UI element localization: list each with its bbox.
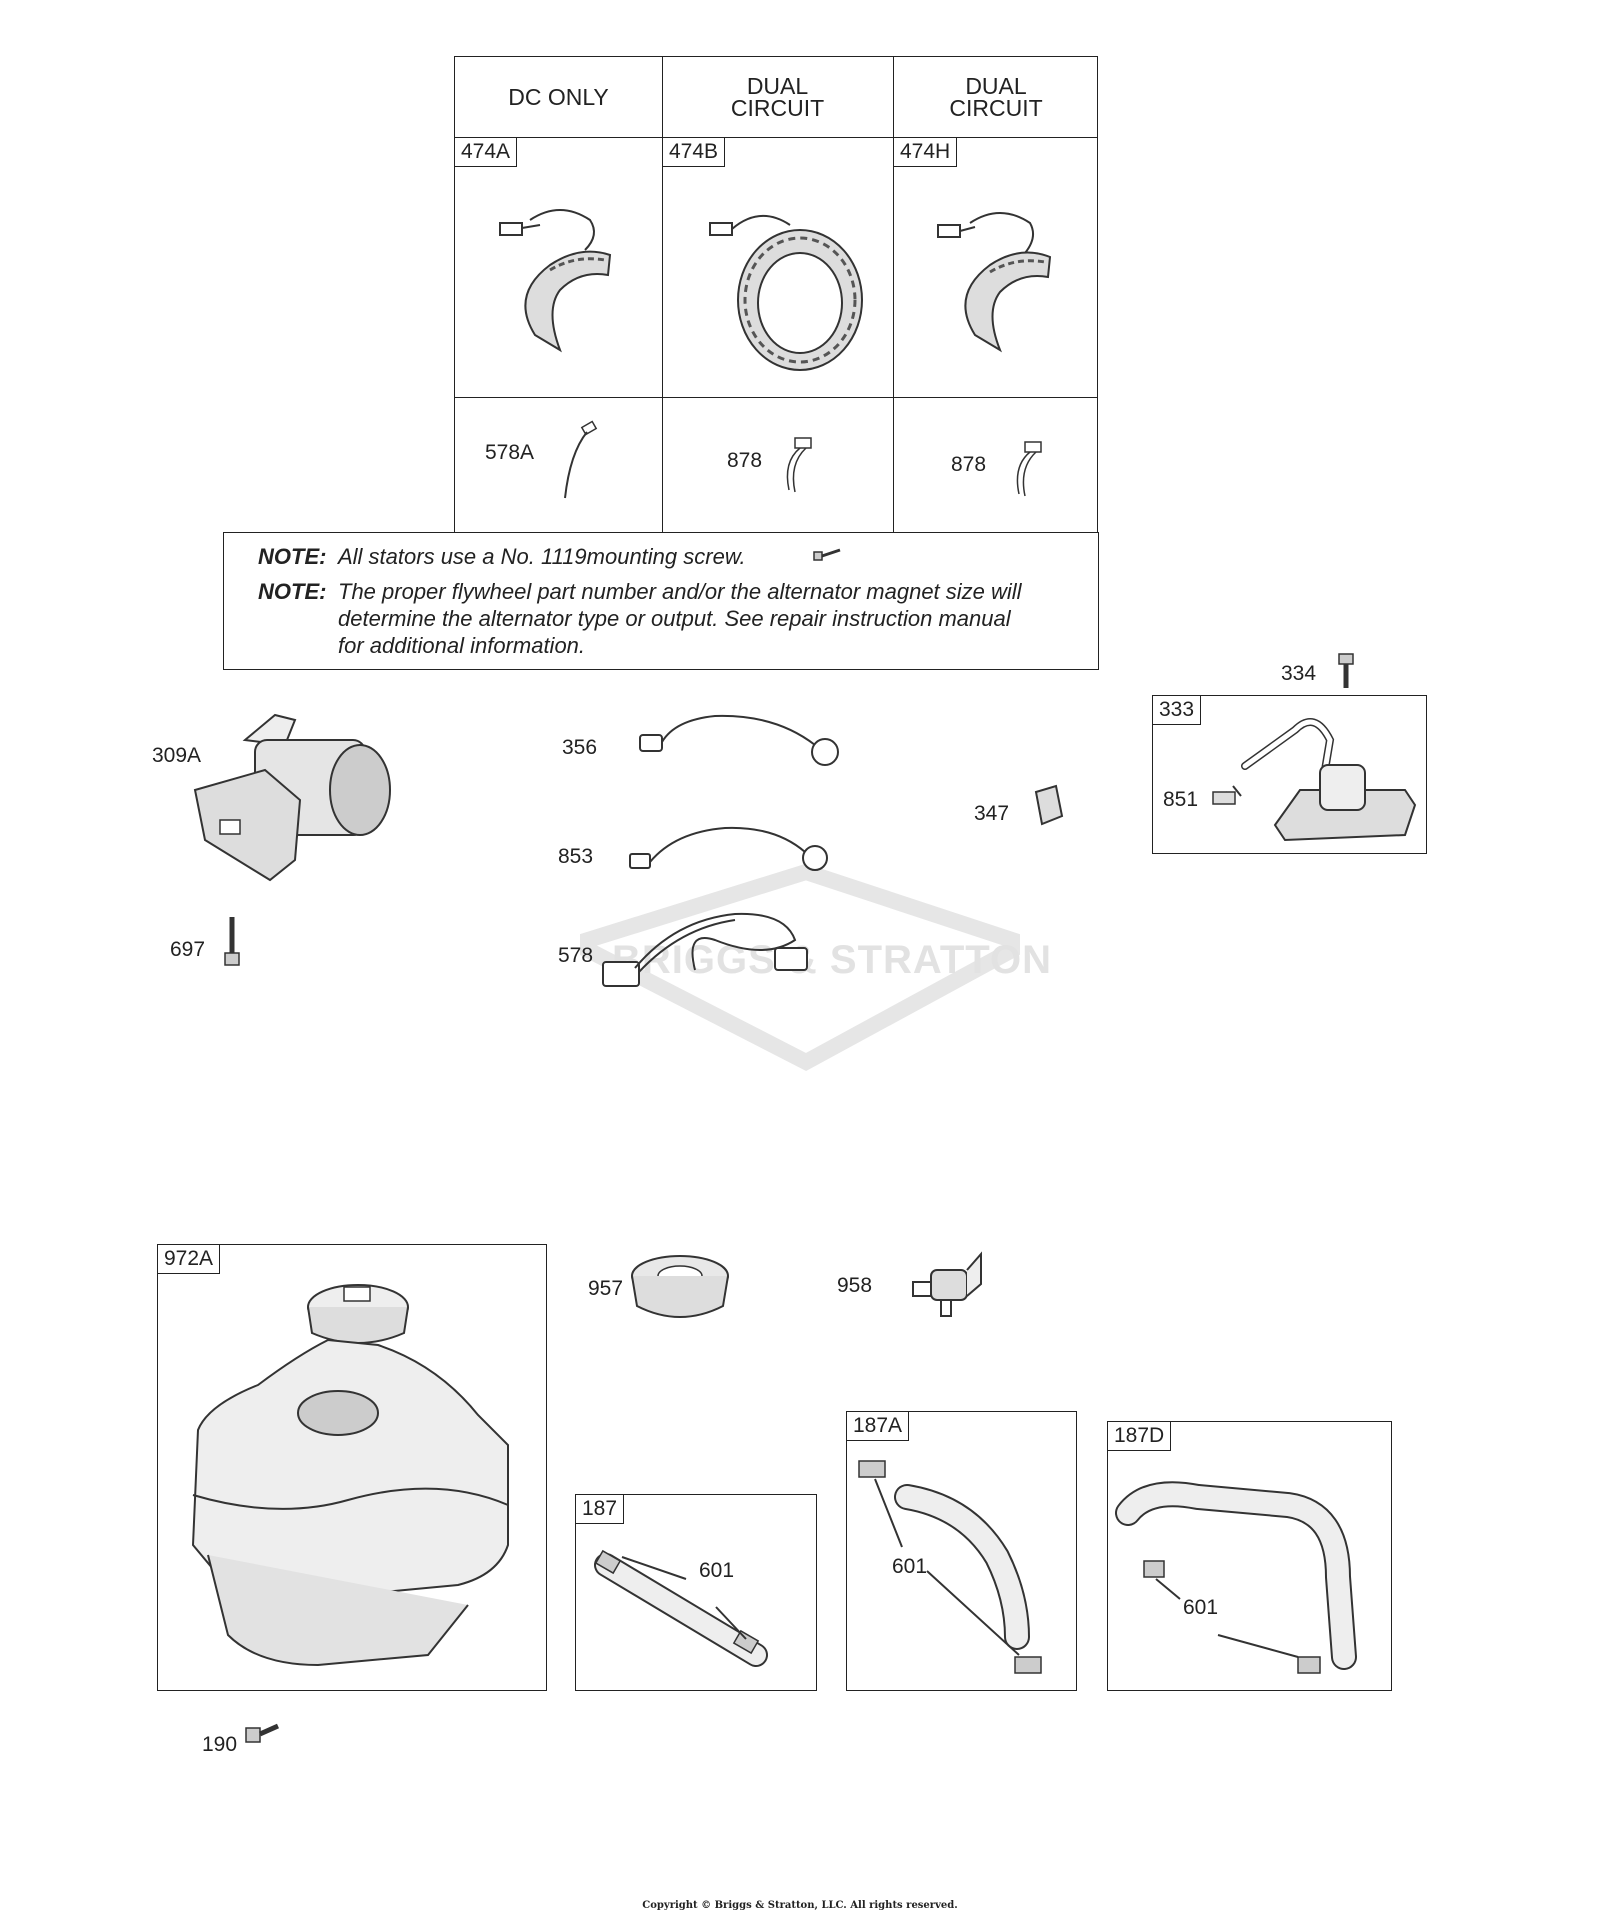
fuel-tank-972A-drawing — [191, 1284, 509, 1667]
part-label-878-b: 878 — [951, 453, 987, 476]
part-label-187-601: 601 — [699, 1559, 735, 1582]
part-label-958: 958 — [837, 1274, 873, 1297]
fuel-line-187-drawing — [594, 1549, 768, 1667]
fuel-cap-957-drawing — [631, 1255, 729, 1318]
part-label-187A: 187A — [847, 1412, 910, 1441]
fuel-line-187A-drawing — [858, 1460, 1042, 1674]
part-label-333: 333 — [1153, 696, 1202, 725]
copyright-notice: Copyright © Briggs & Stratton, LLC. All … — [642, 1900, 958, 1911]
cable-853-drawing — [629, 826, 828, 871]
harness-578-drawing — [602, 912, 808, 987]
part-label-474B: 474B — [663, 138, 726, 167]
fuel-line-187D-drawing — [1115, 1481, 1357, 1674]
part-label-851: 851 — [1163, 788, 1199, 811]
part-label-578A: 578A — [485, 441, 535, 464]
part-label-334: 334 — [1281, 662, 1317, 685]
note-box: NOTE:All stators use a No. 1119mounting … — [223, 532, 1099, 670]
fuel-line-187D-box: 187D 601 — [1107, 1421, 1392, 1691]
stator-474B-drawing — [709, 214, 863, 371]
wire-578A-drawing — [564, 420, 598, 499]
note-2-text: The proper flywheel part number and/or t… — [338, 579, 1022, 658]
part-347-drawing — [1034, 784, 1064, 826]
stator-474A-drawing — [499, 209, 612, 353]
part-label-878-a: 878 — [727, 449, 763, 472]
fuel-line-187-box: 187 601 — [575, 1494, 817, 1691]
bolt-697-drawing — [224, 917, 240, 966]
part-label-187A-601: 601 — [892, 1555, 928, 1578]
part-label-972A: 972A — [158, 1245, 221, 1274]
ignition-coil-box: 333 851 — [1152, 695, 1427, 854]
part-label-347: 347 — [974, 802, 1010, 825]
part-label-187D: 187D — [1108, 1422, 1172, 1451]
part-label-187: 187 — [576, 1495, 625, 1524]
part-label-309A: 309A — [152, 744, 202, 767]
part-label-957: 957 — [588, 1277, 624, 1300]
part-label-853: 853 — [558, 845, 594, 868]
part-label-187D-601: 601 — [1183, 1596, 1219, 1619]
part-label-474H: 474H — [894, 138, 958, 167]
note-1: NOTE:All stators use a No. 1119mounting … — [258, 544, 746, 569]
wire-878-drawing-b — [1016, 441, 1042, 497]
cable-356-drawing — [639, 714, 839, 766]
part-label-190: 190 — [202, 1733, 238, 1756]
wire-878-drawing-a — [786, 437, 812, 493]
note-2-label: NOTE: — [258, 579, 327, 604]
part-label-474A: 474A — [455, 138, 518, 167]
bolt-190-drawing — [245, 1723, 280, 1743]
part-label-578: 578 — [558, 944, 594, 967]
bolt-334-drawing — [1338, 653, 1354, 688]
starter-motor-309A-drawing — [193, 713, 391, 882]
screw-icon — [813, 548, 841, 561]
fuel-line-187A-box: 187A 601 — [846, 1411, 1077, 1691]
part-label-356: 356 — [562, 736, 598, 759]
watermark-text: BRIGGS & STRATTON — [612, 938, 1052, 982]
fuel-tank-box: 972A — [157, 1244, 547, 1691]
fuel-valve-958-drawing — [912, 1251, 982, 1317]
col-header-dc-only: DC ONLY — [508, 84, 609, 110]
ignition-coil-333-drawing — [1212, 718, 1417, 842]
part-label-697: 697 — [170, 938, 206, 961]
stator-474H-drawing — [937, 212, 1052, 353]
